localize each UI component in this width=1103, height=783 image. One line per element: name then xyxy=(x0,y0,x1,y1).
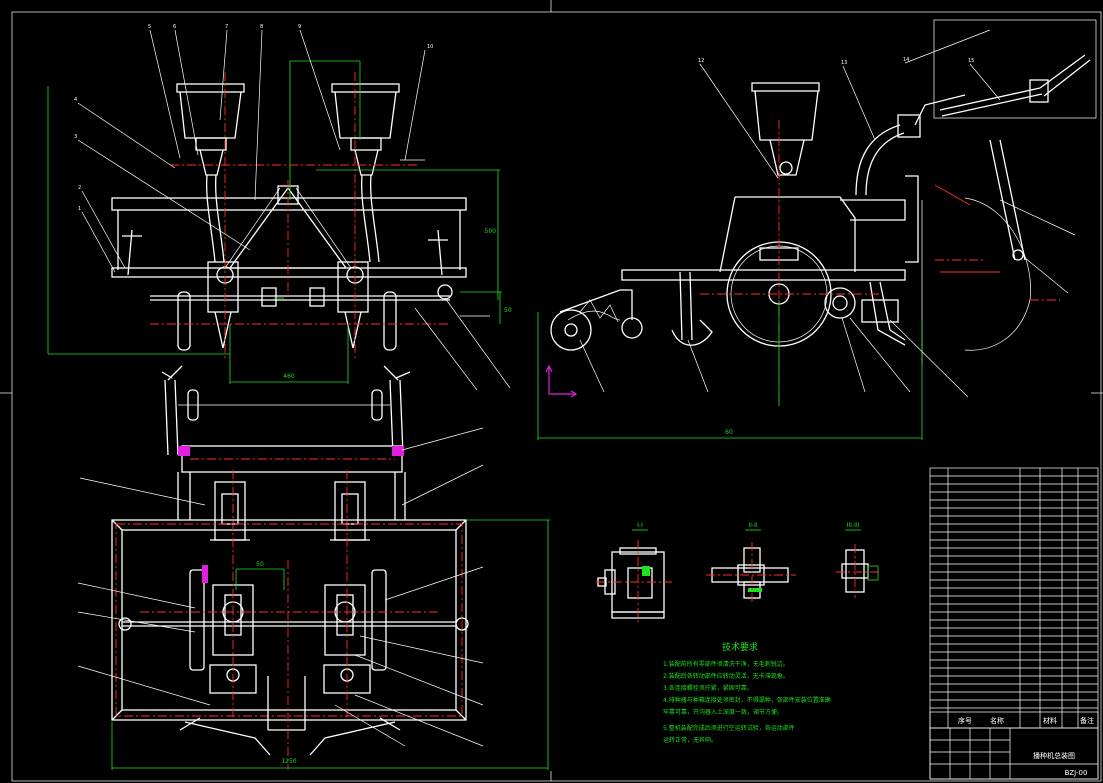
svg-text:13: 13 xyxy=(841,60,847,66)
section-1-label: I-I xyxy=(637,522,643,529)
right-seed-hopper xyxy=(331,83,400,176)
top-spacing-dimension: 50 xyxy=(256,561,264,568)
section-3: III-III xyxy=(836,522,882,598)
parts-header-name: 名称 xyxy=(990,716,1004,725)
front-offset-dimension: 50 xyxy=(504,307,512,314)
front-view-dimensions: 460 500 50 xyxy=(47,60,512,384)
tech-requirements-title: 技术要求 xyxy=(722,641,758,653)
left-seed-hopper xyxy=(176,83,245,176)
tech-requirement-line: 4.排种器与种箱连接处须密封，不得漏种，各部件安装位置准确 xyxy=(663,696,831,704)
svg-text:8: 8 xyxy=(260,24,263,30)
front-view: 460 500 50 5 xyxy=(47,24,512,391)
tech-requirement-line: 运转正常，无异响。 xyxy=(663,736,717,744)
parts-header-number: 序号 xyxy=(958,716,972,725)
front-view-leaders: 5 6 7 8 9 10 4 3 2 1 xyxy=(74,24,511,391)
svg-text:6: 6 xyxy=(173,24,176,30)
tech-requirement-line: 1.装配前所有零部件须清洗干净，无毛刺锐边。 xyxy=(663,660,789,668)
svg-text:12: 12 xyxy=(698,58,704,64)
main-frame xyxy=(111,197,467,278)
tech-requirement-line: 2.装配后各转动部件应转动灵活，无卡滞现象。 xyxy=(663,672,789,680)
top-main-frame xyxy=(111,519,467,721)
svg-text:5: 5 xyxy=(148,24,151,30)
parts-list-rows xyxy=(930,475,1098,709)
side-length-dimension: 60 xyxy=(725,429,733,436)
top-length-dimension: 1250 xyxy=(281,758,296,765)
parts-list-and-title-block: 序号 名称 材料 备注 播种机总装图 BZJ-00 xyxy=(929,467,1099,780)
svg-text:2: 2 xyxy=(78,185,81,191)
svg-text:1: 1 xyxy=(78,206,81,212)
svg-text:7: 7 xyxy=(225,24,228,30)
top-left-seed-meter xyxy=(210,481,250,541)
left-furrow-opener xyxy=(177,261,277,351)
technical-requirements: 技术要求 1.装配前所有零部件须清洗干净，无毛刺锐边。 2.装配后各转动部件应转… xyxy=(663,641,831,744)
section-3-label: III-III xyxy=(847,522,860,529)
drawing-name: 播种机总装图 xyxy=(1033,751,1075,760)
side-view: 60 12 13 14 15 xyxy=(537,29,1091,440)
tech-requirement-line: 5.整机装配完成后须进行空运转试验，各运动部件 xyxy=(663,724,795,732)
top-view: 1250 50 xyxy=(77,365,550,770)
top-left-planter-unit xyxy=(189,565,254,671)
svg-text:15: 15 xyxy=(968,58,974,64)
top-right-seed-meter xyxy=(330,481,370,541)
side-seed-hopper xyxy=(751,82,820,176)
parts-header-material: 材料 xyxy=(1043,716,1057,725)
tech-requirement-line: 牢靠可靠，开沟器入土深度一致，调节方便。 xyxy=(663,708,783,716)
svg-text:3: 3 xyxy=(74,134,77,140)
section-views: I-I II-II III-III xyxy=(596,522,882,622)
front-width-dimension: 460 xyxy=(283,373,295,380)
svg-text:9: 9 xyxy=(298,24,301,30)
drawing-number: BZJ-00 xyxy=(1065,769,1088,777)
tech-requirement-line: 3.各连接螺栓须拧紧，紧固可靠。 xyxy=(663,684,753,692)
section-2: II-II xyxy=(706,522,796,604)
section-2-label: II-II xyxy=(748,522,757,529)
svg-text:14: 14 xyxy=(903,57,909,63)
top-right-planter-unit xyxy=(324,569,387,671)
right-furrow-opener xyxy=(309,261,397,351)
svg-text:4: 4 xyxy=(74,97,77,103)
section-1: I-I xyxy=(596,522,672,622)
parts-header-remark: 备注 xyxy=(1080,716,1094,725)
front-height-dimension: 500 xyxy=(485,228,497,235)
svg-text:10: 10 xyxy=(427,44,433,50)
